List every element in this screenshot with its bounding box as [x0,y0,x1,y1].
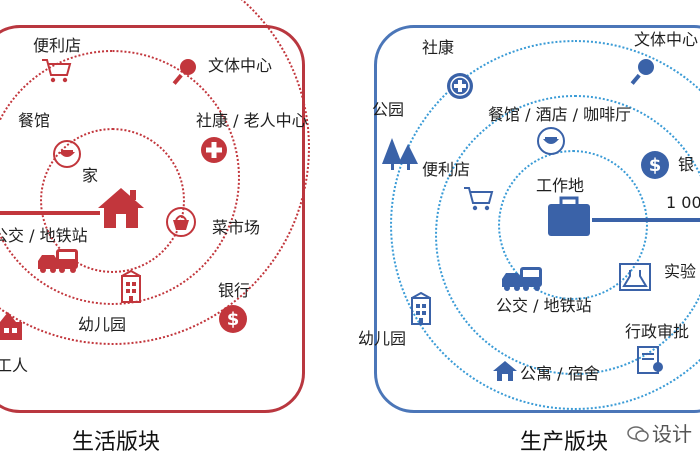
svg-text:$: $ [227,309,240,330]
distance-line [0,210,100,216]
lab-label: 实验 [664,262,697,281]
shopping-cart-icon [40,58,72,84]
watermark-text: 设计 [652,422,692,446]
community-center-label: 社康 / 老人中心 [196,111,308,130]
restaurant-label: 餐馆 [18,111,51,130]
community-health-label: 社康 [422,38,455,57]
home-label: 家 [82,166,99,185]
workplace-label: 工作地 [536,176,585,195]
living-inner-ring [40,128,185,273]
park-label: 公园 [372,100,405,119]
shopping-cart-icon [462,186,494,212]
home-icon [492,360,518,382]
bank-label: 银 [678,155,695,174]
convenience-store-label: 便利店 [33,36,82,55]
culture-center-label: 文体中心 [208,56,273,75]
bus-car-icon [36,247,80,275]
dollar-coin-icon: $ [640,150,670,180]
convenience-store-label: 便利店 [422,160,471,179]
worker-label: 工人 [0,356,29,375]
document-person-icon [636,345,664,375]
market-basket-icon [165,206,197,238]
briefcase-icon [546,196,592,238]
trees-icon [380,136,420,170]
ping-pong-paddle-icon [172,58,198,86]
distance-line [592,217,700,223]
factory-icon [0,308,26,342]
restaurant-hotel-cafe-label: 餐馆 / 酒店 / 咖啡厅 [488,105,632,124]
svg-text:$: $ [649,155,662,176]
chat-bubble-icon [626,424,650,444]
food-bowl-icon [52,139,82,169]
production-panel: 工作地 社康 文体中心 公园 餐馆 [350,0,700,470]
bus-metro-label: 公交 / 地铁站 [0,226,88,245]
house-icon [96,186,146,230]
culture-center-label: 文体中心 [634,30,699,49]
living-middle-ring [0,50,240,305]
bus-car-icon [500,265,544,293]
dollar-coin-icon: $ [218,304,248,334]
admin-approval-label: 行政审批 [625,322,690,341]
production-inner-ring [498,150,648,300]
apartment-label: 公寓 / 宿舍 [520,364,600,383]
lab-flask-icon [618,262,652,292]
bus-metro-label: 公交 / 地铁站 [496,296,592,315]
distance-label: 1 00 [666,193,700,212]
production-middle-ring [435,95,700,375]
production-frame [374,25,700,413]
living-panel-title: 生活版块 [72,430,161,455]
living-panel: 家 便利店 文体中心 餐馆 社康 / 老人中心 [0,0,310,455]
school-building-icon [410,292,432,326]
kindergarten-label: 幼儿园 [358,329,407,348]
food-bowl-icon [536,126,566,156]
kindergarten-label: 幼儿园 [78,315,127,334]
medical-cross-icon [200,136,228,164]
school-building-icon [120,270,142,304]
ping-pong-paddle-icon [630,58,656,86]
medical-cross-icon [446,72,474,100]
bank-label: 银行 [218,281,251,300]
vegetable-market-label: 菜市场 [212,218,261,237]
production-panel-title: 生产版块 [520,430,609,455]
